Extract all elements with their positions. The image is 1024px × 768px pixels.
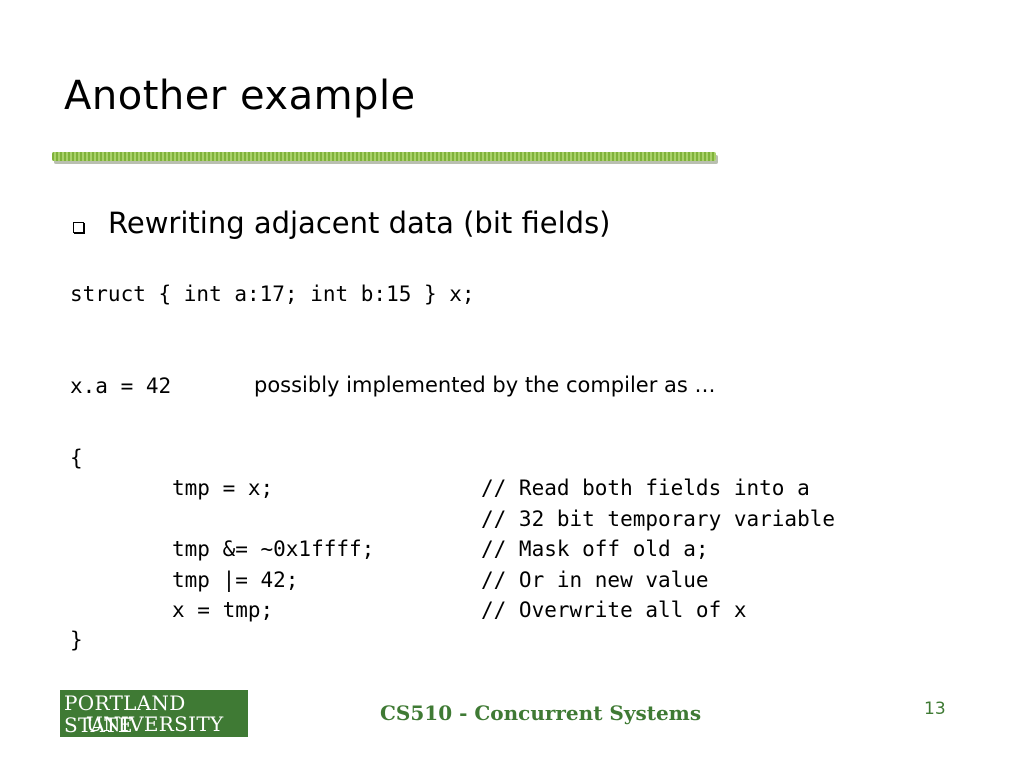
code-comment: // Mask off old a; <box>481 537 709 561</box>
code-line: x = tmp; <box>172 598 274 622</box>
code-comment: // Or in new value <box>481 568 709 592</box>
code-line: tmp |= 42; <box>172 568 299 592</box>
assignment-code: x.a = 42 <box>70 374 172 398</box>
university-logo: PORTLAND STATE UNIVERSITY <box>60 690 248 737</box>
code-comment: // Read both fields into a <box>481 476 810 500</box>
code-close-brace: } <box>70 628 83 652</box>
logo-line-1: PORTLAND STATE <box>64 691 186 737</box>
assignment-note: possibly implemented by the compiler as … <box>254 373 716 397</box>
title-divider <box>52 152 716 161</box>
bullet-text: Rewriting adjacent data (bit fields) <box>108 206 611 240</box>
page-number: 13 <box>924 699 946 719</box>
bullet-marker-icon <box>73 222 84 233</box>
code-comment: // Overwrite all of x <box>481 598 747 622</box>
code-line: tmp = x; <box>172 476 274 500</box>
course-footer: CS510 - Concurrent Systems <box>380 701 702 725</box>
code-comment: // 32 bit temporary variable <box>481 507 836 531</box>
struct-declaration: struct { int a:17; int b:15 } x; <box>70 282 475 306</box>
slide-title: Another example <box>64 73 416 119</box>
code-open-brace: { <box>70 446 83 470</box>
logo-line-2: UNIVERSITY <box>86 712 224 736</box>
code-line: tmp &= ~0x1ffff; <box>172 537 375 561</box>
